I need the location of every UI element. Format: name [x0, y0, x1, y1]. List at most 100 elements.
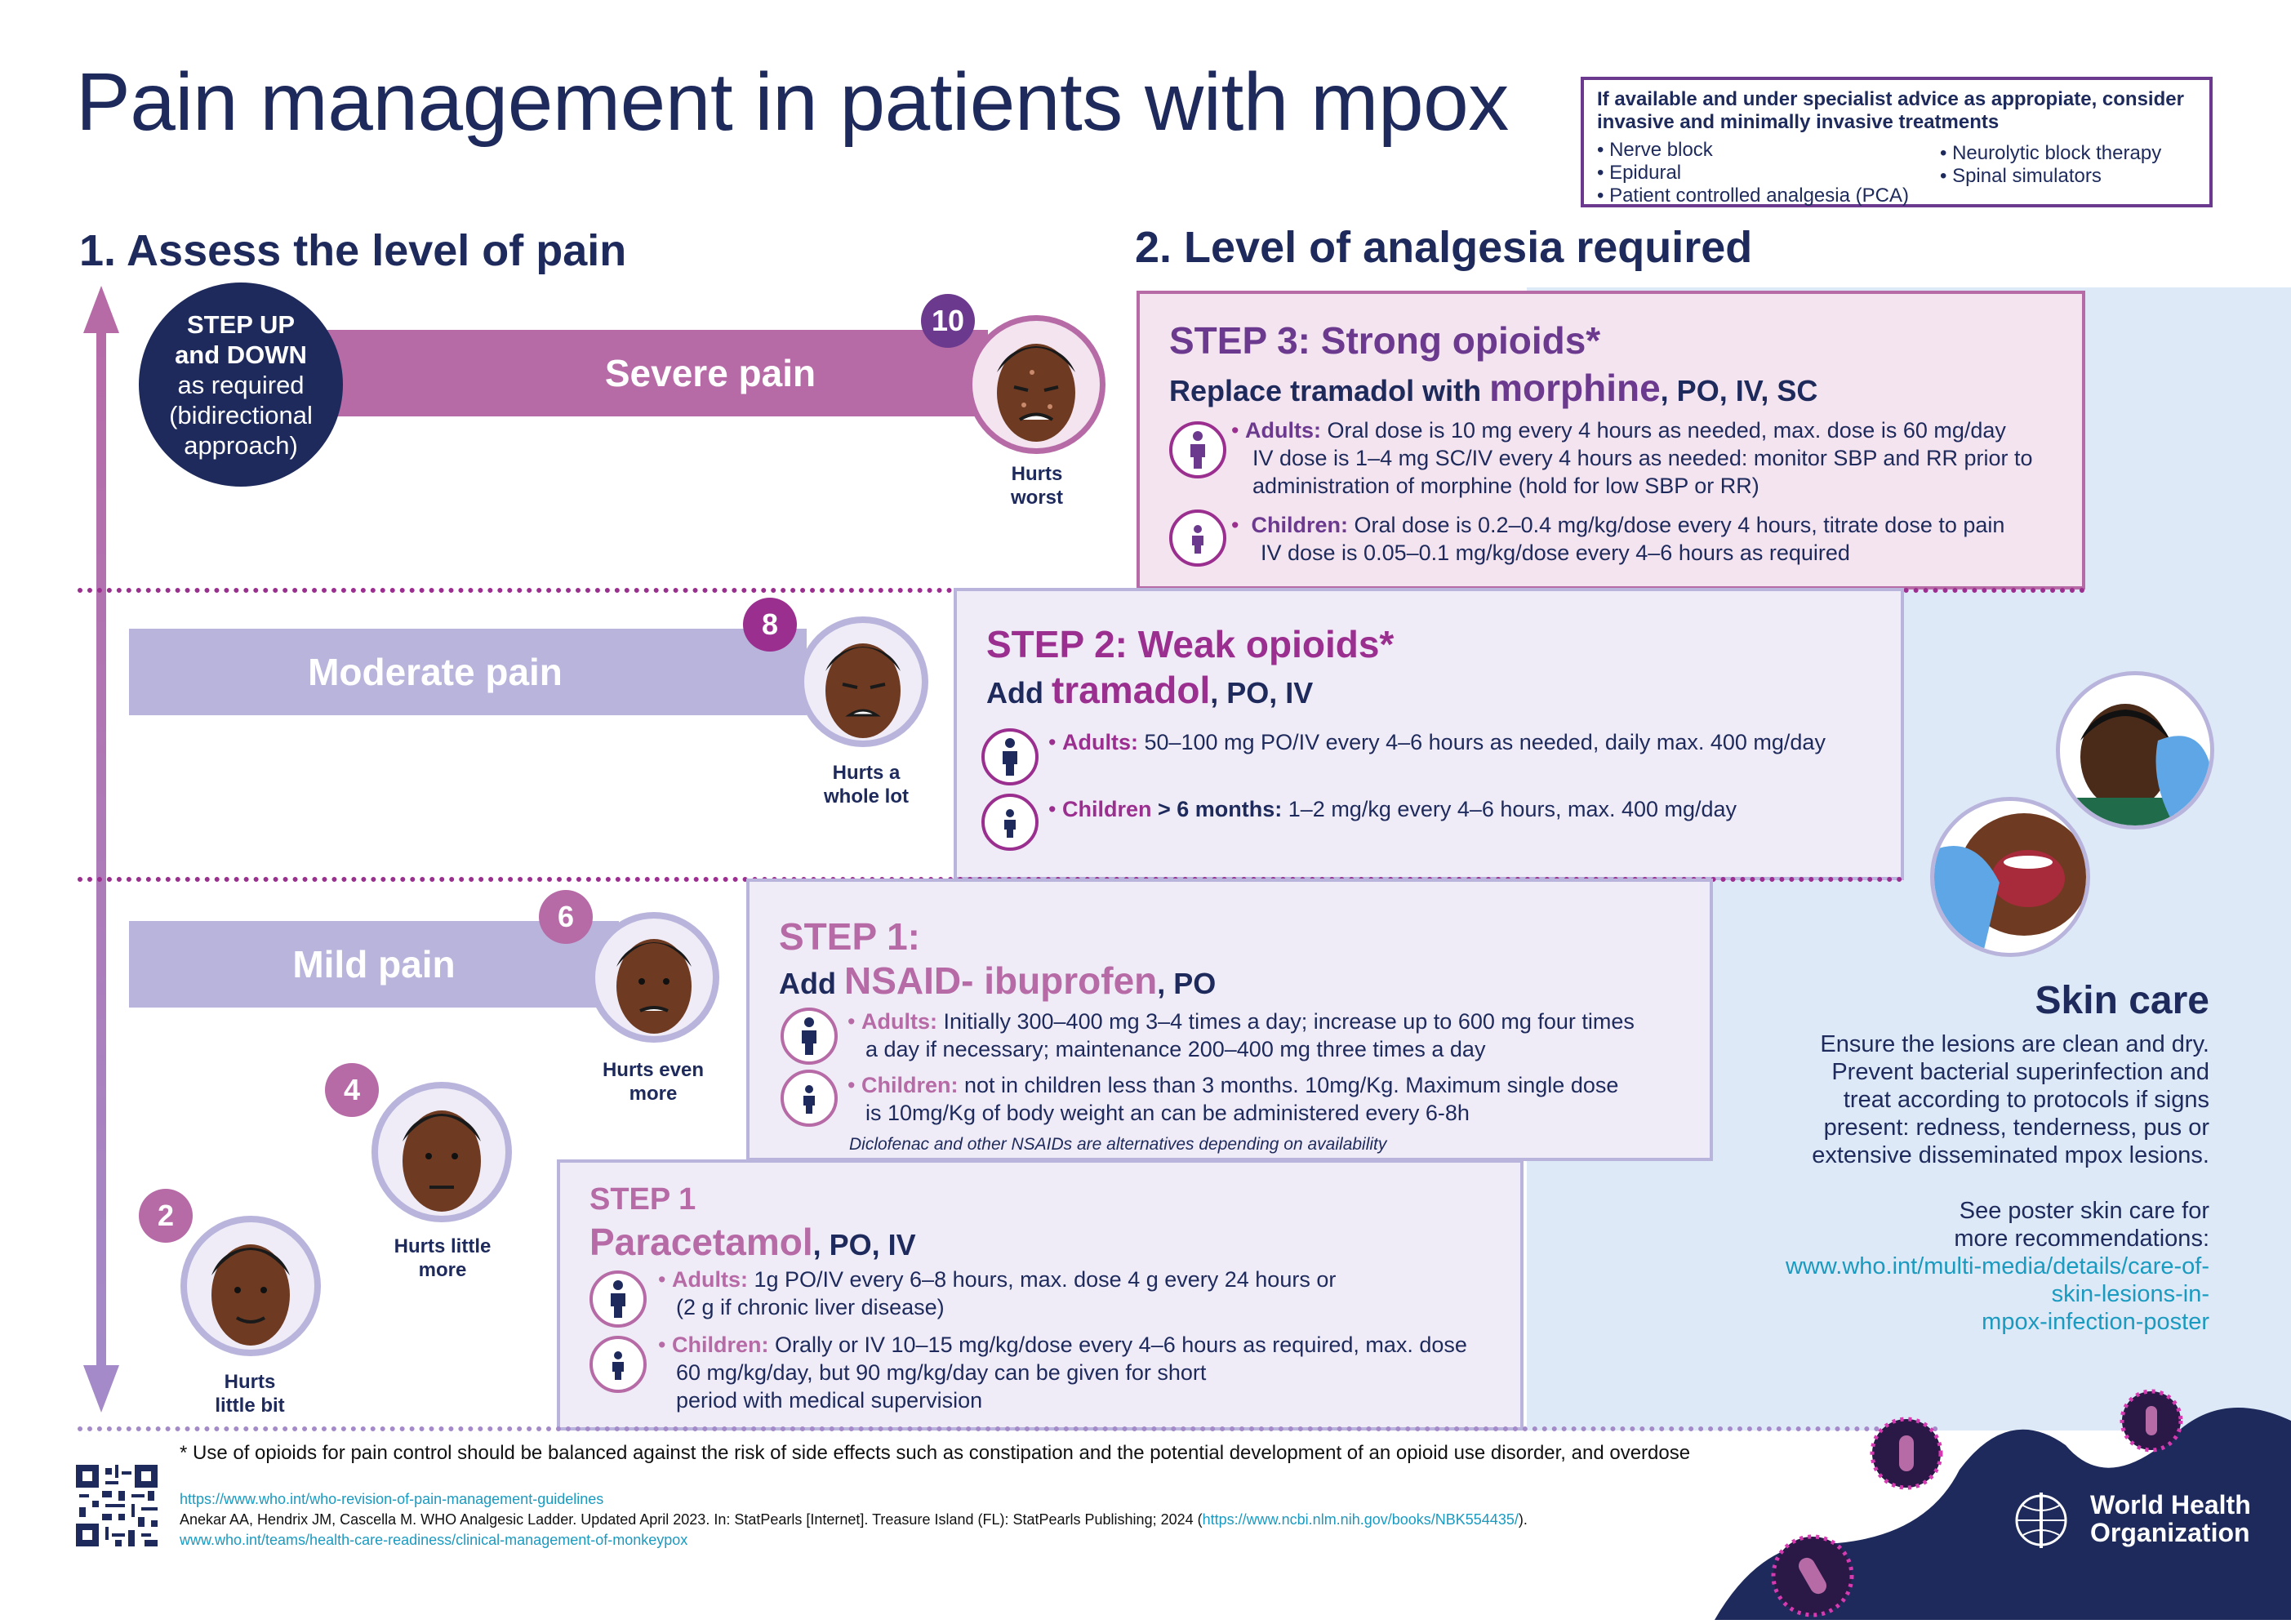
reference-citation: Anekar AA, Hendrix JM, Cascella M. WHO A… — [180, 1510, 1528, 1529]
nsaid-alternatives-note: Diclofenac and other NSAIDs are alternat… — [849, 1135, 1387, 1154]
face-label-line: more — [418, 1259, 467, 1281]
advice-item: Neurolytic block therapy — [1940, 142, 2161, 165]
step1-drug: NSAID- ibuprofen — [843, 959, 1158, 1002]
dose-text: 1g PO/IV every 6–8 hours, max. dose 4 g … — [747, 1267, 1337, 1292]
adult-person-icon — [781, 1008, 838, 1065]
face-label-line: Hurts little — [394, 1235, 492, 1257]
paracetamol-adults-dose: • Adults: 1g PO/IV every 6–8 hours, max.… — [658, 1266, 1515, 1321]
advice-left-list: Nerve block Epidural Patient controlled … — [1597, 139, 1909, 207]
step2-route: , PO, IV — [1210, 676, 1314, 710]
pain-score-badge: 2 — [139, 1189, 193, 1243]
advice-item: Patient controlled analgesia (PCA) — [1597, 185, 1909, 207]
face-label-line: Hurts a — [832, 762, 901, 784]
pain-score-badge: 10 — [921, 294, 975, 348]
mild-pain-label: Mild pain — [292, 943, 456, 986]
step1-nsaid-adults-dose: • Adults: Initially 300–400 mg 3–4 times… — [847, 1008, 1705, 1063]
reference-link[interactable]: https://www.ncbi.nlm.nih.gov/books/NBK55… — [1202, 1511, 1519, 1528]
reference-link[interactable]: https://www.who.int/who-revision-of-pain… — [180, 1491, 604, 1507]
advice-title: If available and under specialist advice… — [1597, 88, 2184, 133]
face-label-line: Hurts even — [602, 1059, 705, 1081]
step2-drug: tramadol — [1051, 669, 1211, 711]
children-label: Children: — [671, 1333, 769, 1357]
moderate-pain-bar: Moderate pain — [129, 629, 807, 715]
children-label: Children: — [861, 1073, 959, 1097]
face-label-worst: Hurts worst — [996, 462, 1078, 509]
skin-care-line: Ensure the lesions are clean and dry. — [1820, 1031, 2209, 1057]
step2-subtitle: Add tramadol, PO, IV — [986, 668, 1313, 712]
section-analgesia-heading: 2. Level of analgesia required — [1135, 223, 1753, 272]
adults-label: Adults: — [1244, 418, 1321, 443]
face-whole-lot-icon — [795, 614, 931, 750]
step-up-line: as required — [177, 370, 305, 399]
children-age: > 6 months: — [1151, 797, 1283, 821]
mouth-exam-photo-icon — [1930, 797, 2090, 957]
dose-text: 60 mg/kg/day, but 90 mg/kg/day can be gi… — [676, 1360, 1207, 1385]
adult-person-icon — [589, 1270, 647, 1328]
face-label-little-more: Hurts little more — [376, 1235, 509, 1282]
step3-adults-dose: • Adults: Oral dose is 10 mg every 4 hou… — [1231, 416, 2072, 500]
step2-box: STEP 2: Weak opioids* Add tramadol, PO, … — [954, 588, 1904, 880]
step3-children-dose: • Children: Oral dose is 0.2–0.4 mg/kg/d… — [1231, 511, 2072, 567]
advice-item: Spinal simulators — [1940, 165, 2161, 188]
child-person-icon — [589, 1336, 647, 1393]
step-up-line: approach) — [184, 430, 298, 460]
skin-care-poster-link[interactable]: mpox-infection-poster — [1982, 1309, 2209, 1335]
pain-score-badge: 4 — [325, 1063, 379, 1117]
moderate-pain-label: Moderate pain — [308, 651, 563, 693]
adult-person-icon — [1169, 421, 1226, 478]
decorative-wave — [1715, 1372, 2291, 1620]
dose-text: IV dose is 0.05–0.1 mg/kg/dose every 4–6… — [1261, 541, 1850, 565]
adult-person-icon — [981, 728, 1039, 785]
skin-care-line: Prevent bacterial superinfection and — [1831, 1059, 2209, 1085]
dose-text: not in children less than 3 months. 10mg… — [958, 1073, 1619, 1097]
dose-text: Oral dose is 0.2–0.4 mg/kg/dose every 4 … — [1347, 513, 2005, 537]
step1-nsaid-subtitle: Add NSAID- ibuprofen, PO — [779, 959, 1216, 1003]
face-little-bit-icon — [178, 1213, 323, 1359]
step3-route: , PO, IV, SC — [1660, 374, 1818, 407]
step2-title: STEP 2: Weak opioids* — [986, 623, 1395, 665]
face-label-line: Hurts — [1011, 463, 1063, 485]
step3-subtitle: Replace tramadol with morphine, PO, IV, … — [1169, 366, 1817, 410]
arrow-up-icon — [83, 286, 119, 333]
opioid-footnote: * Use of opioids for pain control should… — [180, 1442, 1691, 1464]
step2-adults-dose: • Adults: 50–100 mg PO/IV every 4–6 hour… — [1048, 730, 1826, 754]
face-label-even-more: Hurts even more — [588, 1058, 718, 1106]
step1-nsaid-children-dose: • Children: not in children less than 3 … — [847, 1071, 1705, 1127]
reference-text: ). — [1518, 1511, 1528, 1528]
severe-pain-label: Severe pain — [604, 352, 816, 394]
paracetamol-children-dose: • Children: Orally or IV 10–15 mg/kg/dos… — [658, 1331, 1515, 1414]
dose-text: is 10mg/Kg of body weight an can be admi… — [865, 1101, 1470, 1125]
step1-sub-prefix: Add — [779, 967, 844, 1000]
face-label-line: more — [629, 1083, 678, 1105]
skin-care-line: more recommendations: — [1954, 1226, 2209, 1252]
dose-text: Orally or IV 10–15 mg/kg/dose every 4–6 … — [768, 1333, 1467, 1357]
skin-care-line: treat according to protocols if signs — [1843, 1087, 2209, 1113]
skin-care-poster-link[interactable]: www.who.int/multi-media/details/care-of-… — [1786, 1253, 2209, 1307]
who-emblem-icon — [2009, 1488, 2074, 1553]
severe-pain-bar: Severe pain — [310, 330, 988, 416]
paracetamol-drug: Paracetamol — [589, 1221, 813, 1263]
face-worst-icon — [967, 315, 1105, 454]
skin-care-text: Ensure the lesions are clean and dry. Pr… — [1747, 1030, 2209, 1336]
section-assess-heading: 1. Assess the level of pain — [79, 226, 627, 275]
step1-route: , PO — [1157, 967, 1217, 1000]
child-person-icon — [981, 794, 1039, 851]
who-logo-line: Organization — [2090, 1518, 2250, 1547]
step3-sub-prefix: Replace tramadol with — [1169, 374, 1490, 407]
qr-code-icon[interactable] — [76, 1465, 158, 1546]
advice-right-list: Neurolytic block therapy Spinal simulato… — [1940, 142, 2161, 188]
step3-title: STEP 3: Strong opioids* — [1169, 319, 1601, 362]
dose-text: a day if necessary; maintenance 200–400 … — [865, 1037, 1486, 1061]
dose-text: period with medical supervision — [676, 1388, 983, 1413]
dose-text: Initially 300–400 mg 3–4 times a day; in… — [936, 1009, 1635, 1034]
step1-paracetamol-box: STEP 1 Paracetamol, PO, IV • Adults: 1g … — [557, 1159, 1524, 1430]
reference-link[interactable]: www.who.int/teams/health-care-readiness/… — [180, 1532, 688, 1548]
step-up-line: STEP UP — [186, 309, 296, 339]
pain-score-badge: 6 — [539, 890, 593, 944]
face-label-line: whole lot — [824, 785, 909, 808]
step-up-down-circle: STEP UP and DOWN as required (bidirectio… — [139, 283, 343, 487]
child-person-icon — [781, 1070, 838, 1127]
advice-box: If available and under specialist advice… — [1581, 77, 2213, 207]
dose-text: (2 g if chronic liver disease) — [676, 1295, 945, 1319]
face-label-line: worst — [1010, 487, 1063, 509]
